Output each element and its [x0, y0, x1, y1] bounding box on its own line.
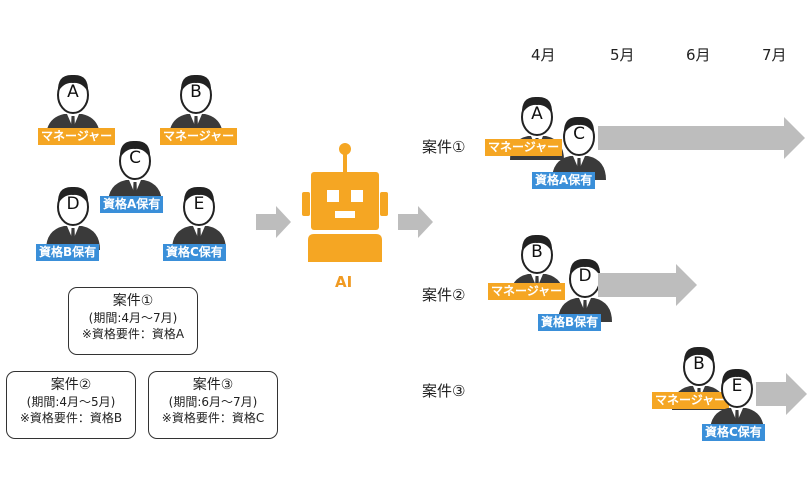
- assigned-manager: B: [668, 340, 730, 412]
- assigned-manager: A: [506, 90, 568, 162]
- assigned-manager: B: [506, 228, 568, 300]
- manager-tag: マネージャー: [38, 128, 116, 145]
- qualification-tag: 資格C保有: [702, 424, 765, 441]
- case-1-label: 案件①: [422, 138, 466, 156]
- assigned-member: E: [706, 362, 768, 434]
- manager-tag: マネージャー: [485, 139, 563, 156]
- timeline-bar-3: [756, 373, 807, 415]
- timeline-bar-2: [598, 264, 697, 306]
- ai-robot-icon: [302, 143, 388, 262]
- month-5: 5月: [610, 46, 635, 64]
- person-icon: [45, 185, 101, 251]
- qualification-tag: 資格B保有: [538, 314, 602, 331]
- output-arrow-icon: [398, 206, 433, 238]
- case-2-box: 案件② (期間:4月～5月) ※資格要件：資格B: [6, 371, 136, 439]
- month-6: 6月: [686, 46, 711, 64]
- ai-label: AI: [335, 273, 353, 291]
- timeline-bar-1: [598, 117, 805, 159]
- assigned-member: D: [554, 252, 616, 324]
- person-b: B: [165, 68, 227, 140]
- case-2-label: 案件②: [422, 286, 466, 304]
- input-arrow-icon: [256, 206, 291, 238]
- manager-tag: マネージャー: [488, 283, 566, 300]
- person-c: C: [104, 134, 166, 206]
- case-1-box: 案件① (期間:4月～7月) ※資格要件：資格A: [68, 287, 198, 355]
- month-4: 4月: [531, 46, 556, 64]
- person-icon: [171, 185, 227, 251]
- qualification-tag: 資格B保有: [36, 244, 100, 261]
- qualification-tag: 資格C保有: [163, 244, 226, 261]
- month-7: 7月: [762, 46, 787, 64]
- qualification-tag: 資格A保有: [100, 196, 164, 213]
- qualification-tag: 資格A保有: [532, 172, 596, 189]
- case-3-label: 案件③: [422, 382, 466, 400]
- manager-tag: マネージャー: [160, 128, 238, 145]
- assigned-member: C: [548, 110, 610, 182]
- person-e: E: [168, 180, 230, 252]
- manager-tag: マネージャー: [652, 392, 730, 409]
- person-a: A: [42, 68, 104, 140]
- person-d: D: [42, 180, 104, 252]
- case-3-box: 案件③ (期間:6月～7月) ※資格要件：資格C: [148, 371, 278, 439]
